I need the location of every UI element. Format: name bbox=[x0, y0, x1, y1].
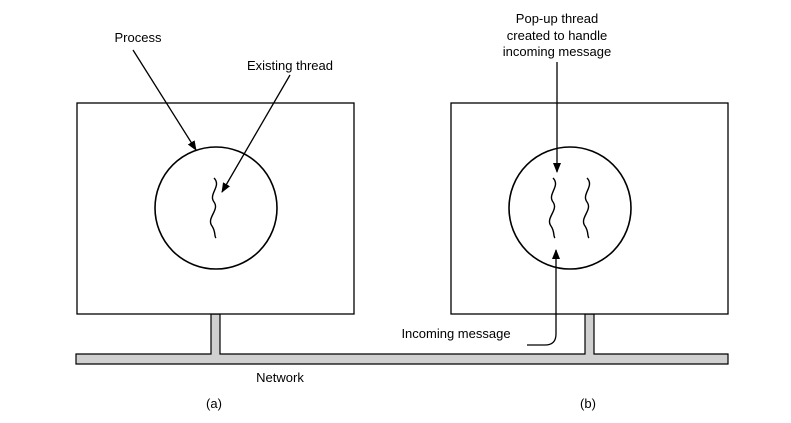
process-label: Process bbox=[115, 30, 162, 45]
popup-thread-icon bbox=[548, 177, 557, 239]
incoming-message-label: Incoming message bbox=[401, 326, 510, 341]
incoming-message-arrow bbox=[527, 249, 560, 346]
existing-thread-arrow bbox=[221, 74, 291, 193]
second-thread-icon bbox=[582, 177, 591, 239]
network-label: Network bbox=[256, 370, 304, 385]
process-b-circle bbox=[508, 146, 632, 270]
popup-thread-label-line2: created to handle bbox=[507, 28, 607, 43]
existing-thread-icon bbox=[209, 177, 218, 239]
caption-b: (b) bbox=[580, 396, 596, 411]
popup-thread-label-line1: Pop-up thread bbox=[516, 11, 598, 26]
existing-thread-label: Existing thread bbox=[247, 58, 333, 73]
caption-a: (a) bbox=[206, 396, 222, 411]
popup-thread-label-line3: incoming message bbox=[503, 44, 611, 59]
process-arrow bbox=[132, 49, 197, 151]
